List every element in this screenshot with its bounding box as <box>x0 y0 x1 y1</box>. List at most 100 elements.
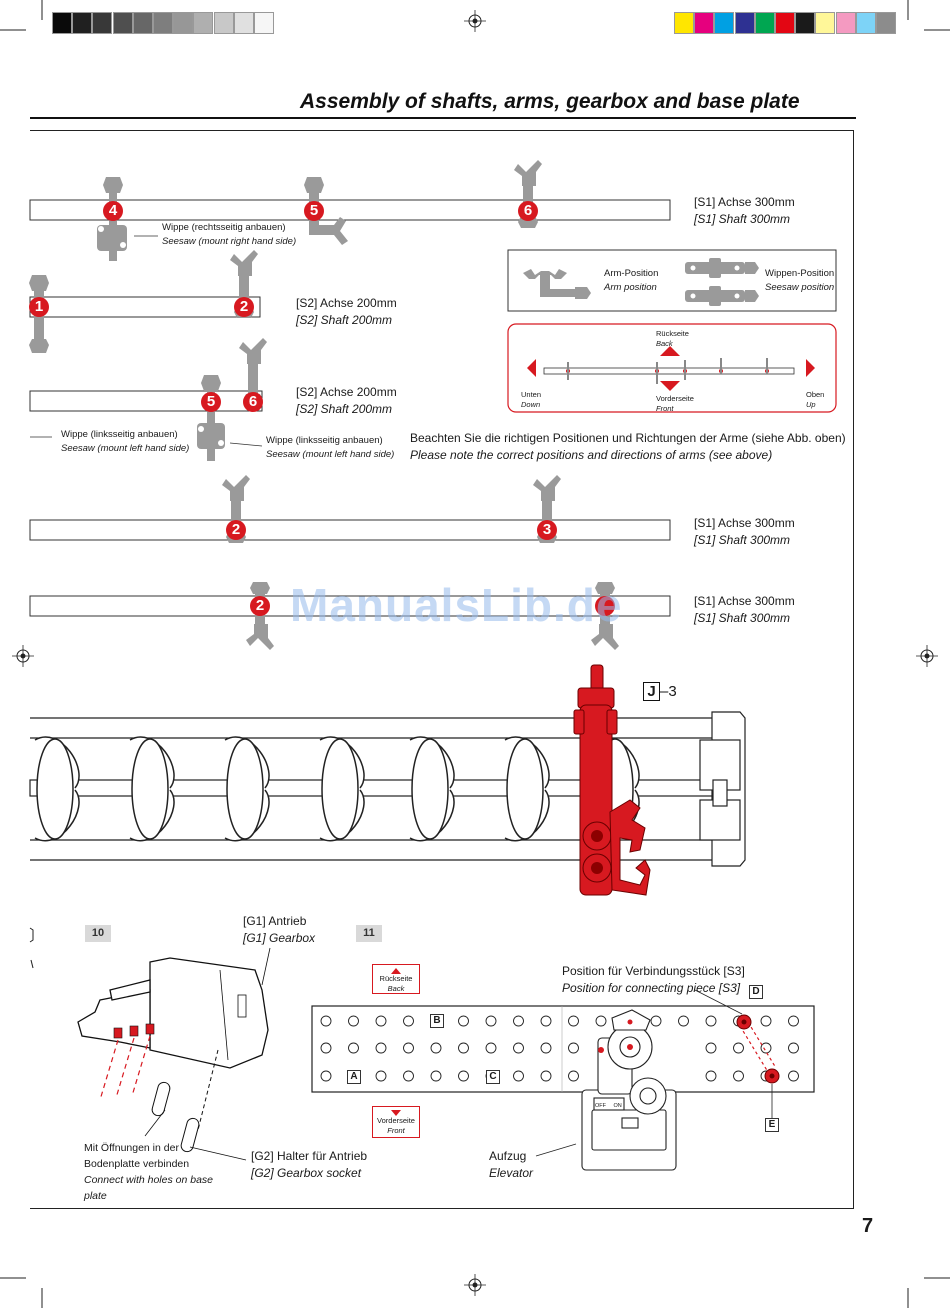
shaft-label-en: [S2] Shaft 200mm <box>296 402 393 416</box>
color-swatch <box>132 12 153 34</box>
connecting-piece-de: Position für Verbindungsstück [S3] <box>562 964 745 978</box>
screw-flight-disc <box>321 738 359 840</box>
direction-up-en: Up <box>806 400 816 409</box>
color-swatch <box>112 12 133 34</box>
page-number: 7 <box>862 1215 874 1237</box>
part-reference-suffix: –3 <box>660 683 677 700</box>
shaft-label-de: [S1] Achse 300mm <box>694 516 795 530</box>
base-plate-hole <box>705 1070 717 1082</box>
base-plate-hole <box>788 1070 799 1082</box>
badge-4: 4 <box>103 201 123 221</box>
color-swatch <box>52 12 72 34</box>
base-plate-hole <box>403 1015 414 1027</box>
switch-off-label: OFF <box>595 1103 606 1109</box>
base-plate-hole <box>788 1042 799 1054</box>
legend-seesaw-de: Wippen-Position <box>765 268 835 279</box>
base-plate-hole <box>430 1042 442 1054</box>
color-swatch <box>694 12 715 34</box>
base-plate-hole <box>540 1070 552 1082</box>
screw-flight-disc <box>506 738 544 840</box>
badge-6-lower: 6 <box>243 392 263 412</box>
direction-back: Rückseite Back <box>656 329 689 349</box>
direction-up-de: Oben <box>806 390 825 399</box>
gearbox-label: [G1] Antrieb [G1] Gearbox <box>243 913 315 947</box>
orientation-note: Beachten Sie die richtigen Positionen un… <box>410 430 846 464</box>
back-tag-de: Rückseite <box>379 974 413 983</box>
part-reference: J–3 <box>643 682 677 701</box>
shaft-label-en: [S2] Shaft 200mm <box>296 313 393 327</box>
badge-5: 5 <box>304 201 324 221</box>
tag-b: B <box>430 1014 444 1028</box>
base-plate-hole <box>678 1015 689 1027</box>
base-plate-hole <box>485 1015 497 1027</box>
base-plate-hole <box>568 1015 579 1027</box>
base-plate-hole <box>375 1015 387 1027</box>
orientation-note-de: Beachten Sie die richtigen Positionen un… <box>410 431 846 445</box>
base-plate-hole <box>320 1070 332 1082</box>
base-plate-front-tag: Vorderseite Front <box>372 1106 420 1138</box>
base-plate-hole <box>513 1070 524 1082</box>
color-swatch <box>72 12 93 34</box>
base-plate-hole <box>568 1070 579 1082</box>
step-number-11: 11 <box>356 925 382 942</box>
base-plate-hole <box>540 1015 552 1027</box>
front-tag-en: Front <box>387 1126 405 1135</box>
color-swatch <box>213 12 234 34</box>
watermark: ManualsLib.de <box>290 579 623 631</box>
direction-back-en: Back <box>656 339 673 348</box>
elevator-switch: OFF ON <box>595 1103 622 1109</box>
base-plate-hole <box>320 1042 332 1054</box>
tag-e: E <box>765 1118 779 1132</box>
base-plate-hole <box>760 1015 772 1027</box>
base-plate-hole <box>348 1042 359 1054</box>
seesaw-left-de: Wippe (linksseitig anbauen) <box>61 429 178 440</box>
legend-arm-en: Arm position <box>604 282 657 293</box>
frame-right-line <box>853 130 854 1208</box>
seesaw-left-label-a: Wippe (linksseitig anbauen) Seesaw (moun… <box>61 428 189 456</box>
badge-2: 2 <box>234 297 254 317</box>
base-plate-hole <box>458 1042 469 1054</box>
shaft-label-de: [S2] Achse 200mm <box>296 385 397 399</box>
direction-front: Vorderseite Front <box>656 394 694 414</box>
base-plate-hole <box>788 1015 799 1027</box>
base-plate-hole <box>650 1015 662 1027</box>
tag-d: D <box>749 985 763 999</box>
color-swatch <box>876 12 896 34</box>
step-number-10: 10 <box>85 925 111 942</box>
holes-label-de-2: Bodenplatte verbinden <box>84 1158 190 1170</box>
color-swatch <box>233 12 254 34</box>
color-swatch <box>254 12 274 34</box>
color-swatch <box>714 12 735 34</box>
color-swatch <box>855 12 876 34</box>
color-swatch <box>734 12 755 34</box>
badge-row5-partial <box>595 596 615 616</box>
base-plate-hole <box>403 1042 414 1054</box>
tag-a: A <box>347 1070 361 1084</box>
color-swatch <box>754 12 775 34</box>
back-tag-en: Back <box>387 984 405 993</box>
seesaw-left-de: Wippe (linksseitig anbauen) <box>266 435 383 446</box>
shaft-label-en: [S1] Shaft 300mm <box>694 212 791 226</box>
base-plate-hole <box>733 1070 744 1082</box>
seesaw-left-en: Seesaw (mount left hand side) <box>61 443 190 454</box>
base-plate-hole <box>348 1015 359 1027</box>
gearbox-label-en: [G1] Gearbox <box>243 931 316 945</box>
seesaw-right-de: Wippe (rechtsseitig anbauen) <box>162 222 286 233</box>
seesaw-right-label: Wippe (rechtsseitig anbauen) Seesaw (mou… <box>162 221 296 249</box>
screw-flight-disc <box>411 738 449 840</box>
legend-seesaw-en: Seesaw position <box>765 282 835 293</box>
screw-flight-disc <box>131 738 169 840</box>
holes-label: Mit Öffnungen in der Bodenplatte verbind… <box>84 1140 213 1204</box>
color-swatch <box>92 12 113 34</box>
base-plate-hole <box>568 1042 579 1054</box>
shaft-label-en: [S1] Shaft 300mm <box>694 611 791 625</box>
color-swatch <box>835 12 856 34</box>
front-tag-de: Vorderseite <box>377 1116 415 1125</box>
seesaw-left-en: Seesaw (mount left hand side) <box>266 449 395 460</box>
direction-back-de: Rückseite <box>656 329 689 338</box>
frame-bottom-line <box>30 1208 854 1209</box>
screw-flight-disc <box>226 738 264 840</box>
gearbox-socket-label: [G2] Halter für Antrieb [G2] Gearbox soc… <box>251 1148 367 1182</box>
badge-2-row5: 2 <box>250 596 270 616</box>
direction-front-en: Front <box>656 404 674 413</box>
